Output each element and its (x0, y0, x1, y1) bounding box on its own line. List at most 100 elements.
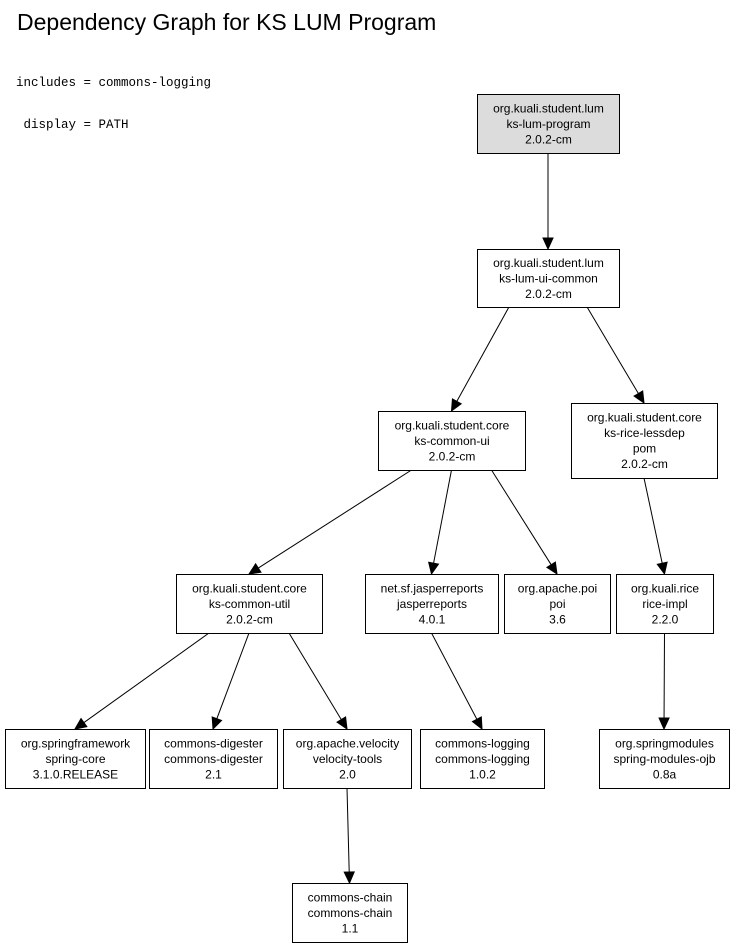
node-box (420, 729, 545, 789)
node-box (599, 729, 730, 789)
edge-rice-impl-to-spring-modules-ojb (658, 632, 670, 731)
edge-line (346, 787, 350, 873)
node-label-line: 2.1 (205, 767, 222, 781)
node-label-line: ks-common-util (209, 597, 290, 611)
arrowhead (450, 398, 463, 413)
node-label-line: 0.8a (653, 767, 677, 781)
node-label-line: 2.0.2-cm (226, 612, 273, 626)
node-label-line: 4.0.1 (419, 612, 446, 626)
node-label-line: poi (549, 597, 565, 611)
node-box (571, 403, 718, 479)
edge-line (586, 306, 639, 394)
node-label-line: jasperreports (396, 597, 467, 611)
arrowhead (74, 717, 88, 730)
node-ks-common-util: org.kuali.student.core ks-common-util2.0.… (176, 574, 323, 634)
node-label-line: rice-impl (642, 597, 687, 611)
node-box (292, 883, 408, 943)
node-label-line: commons-digester (164, 752, 263, 766)
node-label-line: org.kuali.student.core (587, 411, 702, 425)
node-box (477, 94, 620, 154)
node-label-line: commons-chain (308, 906, 393, 920)
node-label-line: 2.0 (339, 767, 356, 781)
edge-line (288, 632, 342, 720)
graph-parameters: includes = commons-logging display = PAT… (16, 48, 211, 146)
node-spring-core: org.springframeworkspring-core3.1.0.RELE… (5, 729, 146, 789)
edge-ks-common-ui-to-poi (491, 469, 558, 576)
node-label-line: ks-lum-ui-common (499, 271, 598, 285)
edge-ks-lum-program-to-ks-lum-ui-common (542, 153, 554, 251)
node-label-line: 2.0.2-cm (429, 449, 476, 463)
edge-line (216, 632, 250, 719)
node-box (365, 574, 499, 634)
node-box (616, 574, 714, 634)
node-box (378, 411, 526, 471)
edge-line (491, 469, 552, 565)
edge-jasperreports-to-commons-logging (431, 632, 483, 731)
arrowhead (211, 716, 223, 731)
node-label-line: org.kuali.rice (631, 581, 699, 595)
node-box (283, 729, 412, 789)
includes-parameter: includes = commons-logging (16, 76, 212, 90)
page-title: Dependency Graph for KS LUM Program (17, 9, 437, 35)
node-ks-common-ui: org.kuali.student.core ks-common-ui2.0.2-… (378, 411, 526, 471)
node-label-line: commons-logging (435, 736, 530, 750)
edge-line (431, 632, 478, 720)
edge-ks-rice-lessdep-to-rice-impl (643, 477, 668, 576)
arrowhead (247, 562, 262, 575)
edge-line (83, 632, 210, 724)
node-label-line: org.springframework (21, 736, 131, 750)
arrowhead (336, 716, 348, 731)
node-label-line: commons-digester (164, 736, 263, 750)
edge-line (257, 469, 412, 569)
edge-ks-lum-ui-common-to-ks-common-ui (450, 306, 510, 413)
arrowhead (343, 871, 355, 885)
edge-ks-common-util-to-velocity-tools (288, 632, 348, 731)
node-label-line: 2.0.2-cm (525, 287, 572, 301)
arrowhead (656, 561, 668, 576)
arrowhead (542, 237, 554, 251)
node-box (176, 574, 323, 634)
node-box (504, 574, 611, 634)
node-label-line: 1.0.2 (469, 767, 496, 781)
node-label-line: velocity-tools (313, 752, 382, 766)
node-label-line: 3.6 (549, 612, 566, 626)
node-label-line: org.kuali.student.core (395, 418, 510, 432)
arrowhead (471, 716, 483, 731)
edge-ks-common-ui-to-jasperreports (427, 469, 452, 576)
node-label-line: 1.1 (342, 921, 359, 935)
node-label-line: 2.2.0 (652, 612, 679, 626)
display-parameter: display = PATH (16, 118, 129, 132)
node-label-line: pom (633, 442, 656, 456)
node-label-line: ks-rice-lessdep (604, 426, 685, 440)
node-label-line: org.springmodules (615, 736, 714, 750)
node-label-line: 3.1.0.RELEASE (33, 767, 118, 781)
edge-ks-common-util-to-commons-digester (211, 632, 250, 731)
node-label-line: commons-logging (435, 752, 530, 766)
edge-line (433, 469, 452, 564)
node-label-line: org.kuali.student.lum (493, 256, 604, 270)
node-label-line: org.kuali.student.core (192, 581, 307, 595)
arrowhead (545, 561, 558, 576)
node-ks-lum-program: org.kuali.student.lumks-lum-program2.0.2… (477, 94, 620, 154)
node-label-line: org.apache.velocity (296, 736, 399, 750)
edge-velocity-tools-to-commons-chain (343, 787, 355, 885)
node-box (149, 729, 278, 789)
node-label-line: org.kuali.student.lum (493, 101, 604, 115)
node-label-line: ks-common-ui (414, 434, 489, 448)
node-box (477, 249, 620, 308)
edge-ks-common-util-to-spring-core (74, 632, 210, 730)
node-label-line: 2.0.2-cm (621, 457, 668, 471)
node-label-line: commons-chain (308, 890, 393, 904)
arrowhead (658, 717, 670, 731)
edges-layer (74, 153, 670, 885)
